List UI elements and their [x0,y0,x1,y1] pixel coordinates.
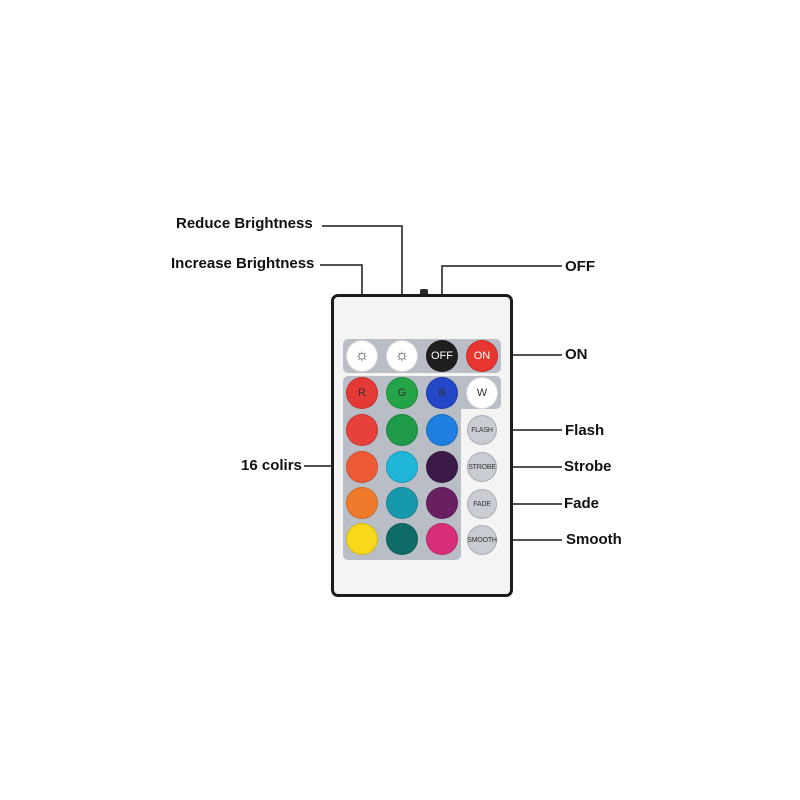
increase-brightness-button[interactable]: ☼ [346,340,378,372]
increase-brightness-callout: Increase Brightness [171,255,315,272]
red-button-label: R [358,387,366,399]
color-button-11[interactable] [386,523,418,555]
color-button-6[interactable] [426,451,458,483]
on-button-label: ON [473,350,491,362]
smooth-button-label: SMOOTH [467,536,497,544]
fade-callout: Fade [564,495,600,512]
color-button-2[interactable] [386,414,418,446]
white-button[interactable]: W [466,377,498,409]
color-button-9[interactable] [426,487,458,519]
color-button-1[interactable] [346,414,378,446]
color-button-7[interactable] [346,487,378,519]
strobe-button[interactable]: STROBE [467,452,497,482]
color-button-10[interactable] [346,523,378,555]
color-button-4[interactable] [346,451,378,483]
green-button-label: G [397,387,407,399]
blue-button[interactable]: B [426,377,458,409]
blue-button-label: B [438,387,446,399]
sun-icon: ☼ [354,347,370,364]
ir-emitter [420,289,428,295]
flash-callout: Flash [565,422,605,439]
off-button[interactable]: OFF [426,340,458,372]
flash-button[interactable]: FLASH [467,415,497,445]
smooth-button[interactable]: SMOOTH [467,525,497,555]
flash-button-label: FLASH [471,426,493,434]
off-button-label: OFF [431,350,453,362]
on-button[interactable]: ON [466,340,498,372]
fade-button-label: FADE [473,500,491,508]
colors-callout: 16 colirs [241,457,302,474]
color-button-3[interactable] [426,414,458,446]
smooth-callout: Smooth [566,531,622,548]
red-button[interactable]: R [346,377,378,409]
strobe-callout: Strobe [564,458,612,475]
color-button-8[interactable] [386,487,418,519]
green-button[interactable]: G [386,377,418,409]
strobe-button-label: STROBE [468,463,496,471]
color-button-12[interactable] [426,523,458,555]
reduce-brightness-button[interactable]: ☼ [386,340,418,372]
on-callout: ON [565,346,588,363]
fade-button[interactable]: FADE [467,489,497,519]
off-callout: OFF [565,258,595,275]
reduce-brightness-callout: Reduce Brightness [176,215,313,232]
white-button-label: W [476,387,488,399]
color-button-5[interactable] [386,451,418,483]
sun-icon: ☼ [394,347,410,364]
